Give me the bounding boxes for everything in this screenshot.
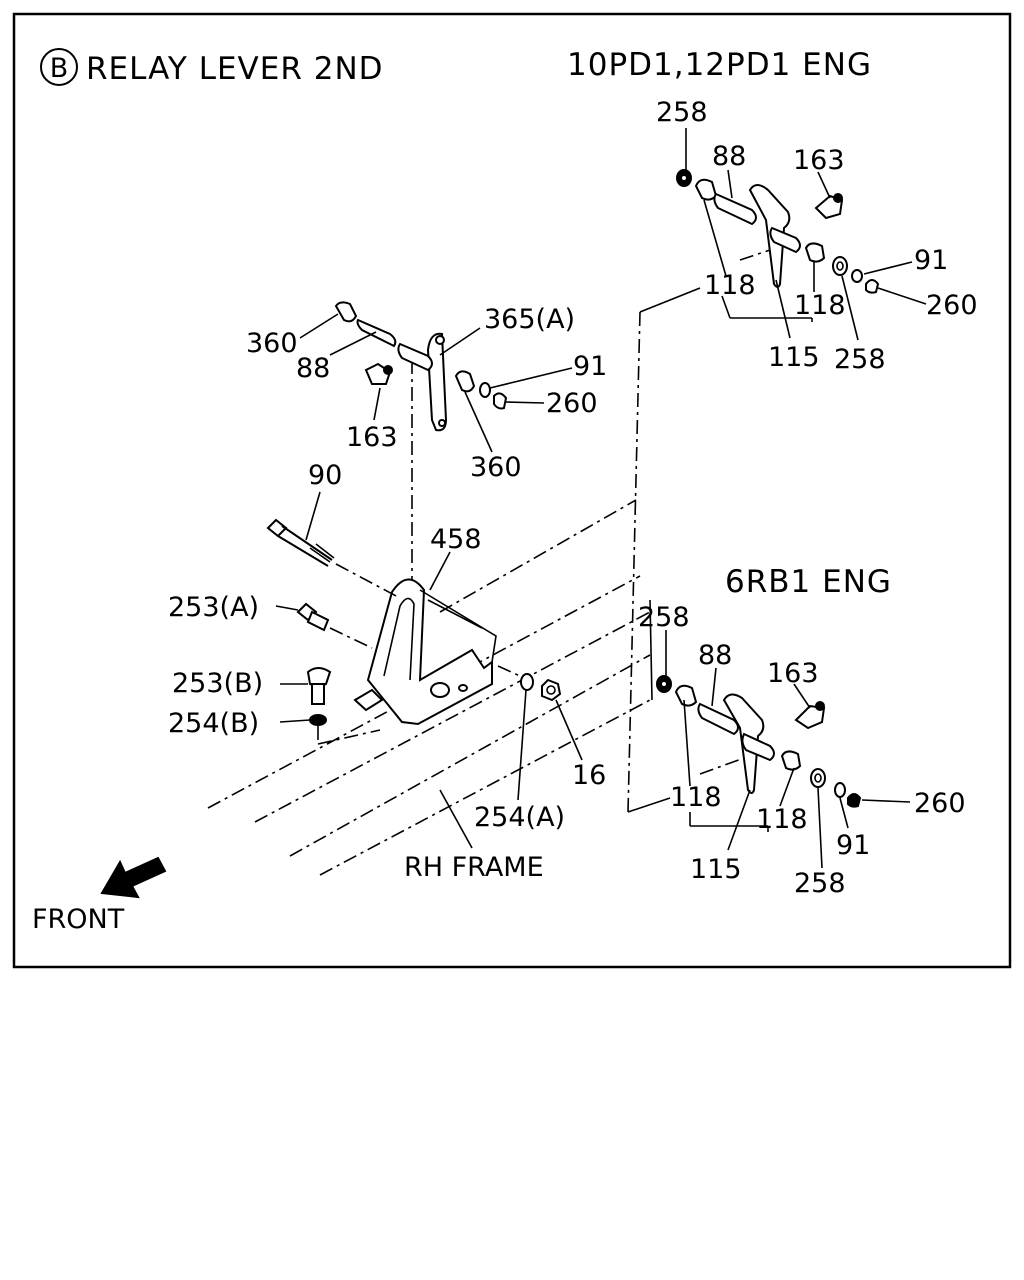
diagram-border <box>12 12 1012 969</box>
callout-88-bottom: 88 <box>698 640 732 671</box>
bushing-360-b <box>454 370 476 393</box>
washer-258-top-b <box>832 256 848 276</box>
pin-88-top <box>713 192 757 226</box>
rh-frame-label: RH FRAME <box>404 852 544 883</box>
washer-91-bottom <box>834 782 846 798</box>
main-callouts: 360 88 163 365(A) 91 260 360 90 458 253(… <box>168 304 607 833</box>
pin-260-main <box>493 392 508 410</box>
washer-254b <box>309 714 327 726</box>
section-badge-circle <box>40 48 78 86</box>
callout-88-main: 88 <box>296 353 330 384</box>
callout-258-top-a: 258 <box>656 97 708 128</box>
diagram-title: B RELAY LEVER 2ND <box>40 48 384 87</box>
callout-91-bottom: 91 <box>836 830 870 861</box>
callout-360-a: 360 <box>246 328 298 359</box>
section-badge-letter: B <box>50 53 69 84</box>
title-text: RELAY LEVER 2ND <box>86 51 384 87</box>
callout-258-bottom-b: 258 <box>794 868 846 899</box>
pin-88-top-b <box>769 226 801 254</box>
callout-163-top: 163 <box>793 145 845 176</box>
callout-458: 458 <box>430 524 482 555</box>
callout-365a: 365(A) <box>484 304 575 335</box>
washer-258-bottom-b <box>810 768 826 788</box>
callout-118-top-b: 118 <box>794 290 846 321</box>
callout-115-top: 115 <box>768 342 820 373</box>
callout-16: 16 <box>572 760 606 791</box>
washer-91-top <box>851 269 863 283</box>
callout-260-main: 260 <box>546 388 598 419</box>
top-leaders <box>685 128 927 341</box>
pin-88-bottom-b <box>741 732 775 762</box>
callout-118-bottom-a: 118 <box>670 782 722 813</box>
variant-link-lines <box>411 287 701 813</box>
nut-16 <box>541 678 562 702</box>
bottom-leaders <box>665 630 911 869</box>
callout-90: 90 <box>308 460 342 491</box>
bushing-118-top-a <box>694 178 718 201</box>
variant-title-bottom: 6RB1 ENG <box>725 564 892 600</box>
callout-118-top-a: 118 <box>704 270 756 301</box>
callout-91-top: 91 <box>914 245 948 276</box>
callout-163-bottom: 163 <box>767 658 819 689</box>
front-indicator: FRONT <box>32 856 167 935</box>
callout-91-main: 91 <box>573 351 607 382</box>
front-arrow-icon <box>100 856 167 899</box>
washer-254a <box>520 673 534 691</box>
washer-91-main <box>479 382 491 398</box>
main-assembly <box>266 301 562 745</box>
bushing-360-a <box>334 301 358 323</box>
callout-253a: 253(A) <box>168 592 259 623</box>
callout-253b: 253(B) <box>172 668 263 699</box>
callout-115-bottom: 115 <box>690 854 742 885</box>
grease-nipple-163-bottom <box>794 704 826 730</box>
pin-260-bottom <box>847 793 862 808</box>
bushing-118-top-b <box>804 242 826 263</box>
callout-254b: 254(B) <box>168 708 259 739</box>
callout-118-bottom-b: 118 <box>756 804 808 835</box>
pin-260-top <box>865 279 880 294</box>
front-label: FRONT <box>32 904 125 935</box>
callout-258-bottom-a: 258 <box>638 602 690 633</box>
bushing-118-bottom-a <box>674 684 698 707</box>
rh-frame-callout: RH FRAME <box>404 789 544 883</box>
callout-88-top: 88 <box>712 141 746 172</box>
rh-frame-rails <box>207 575 653 876</box>
callout-260-top: 260 <box>926 290 978 321</box>
callout-254a: 254(A) <box>474 802 565 833</box>
pin-88 <box>356 318 397 348</box>
lever-115-top <box>748 184 791 288</box>
bottom-variant-assembly <box>656 675 862 808</box>
variant-title-top: 10PD1,12PD1 ENG <box>567 47 872 83</box>
bushing-118-bottom-b <box>780 750 802 771</box>
main-leaders <box>275 313 583 801</box>
top-variant-assembly <box>676 169 880 294</box>
callout-163-main: 163 <box>346 422 398 453</box>
callout-260-bottom: 260 <box>914 788 966 819</box>
top-callouts: 258 88 163 91 260 118 118 115 258 <box>656 97 978 375</box>
bottom-callouts: 258 88 163 260 118 118 115 91 258 <box>638 602 966 899</box>
relay-lever-365a <box>426 332 448 432</box>
callout-360-b: 360 <box>470 452 522 483</box>
callout-258-top-b: 258 <box>834 344 886 375</box>
